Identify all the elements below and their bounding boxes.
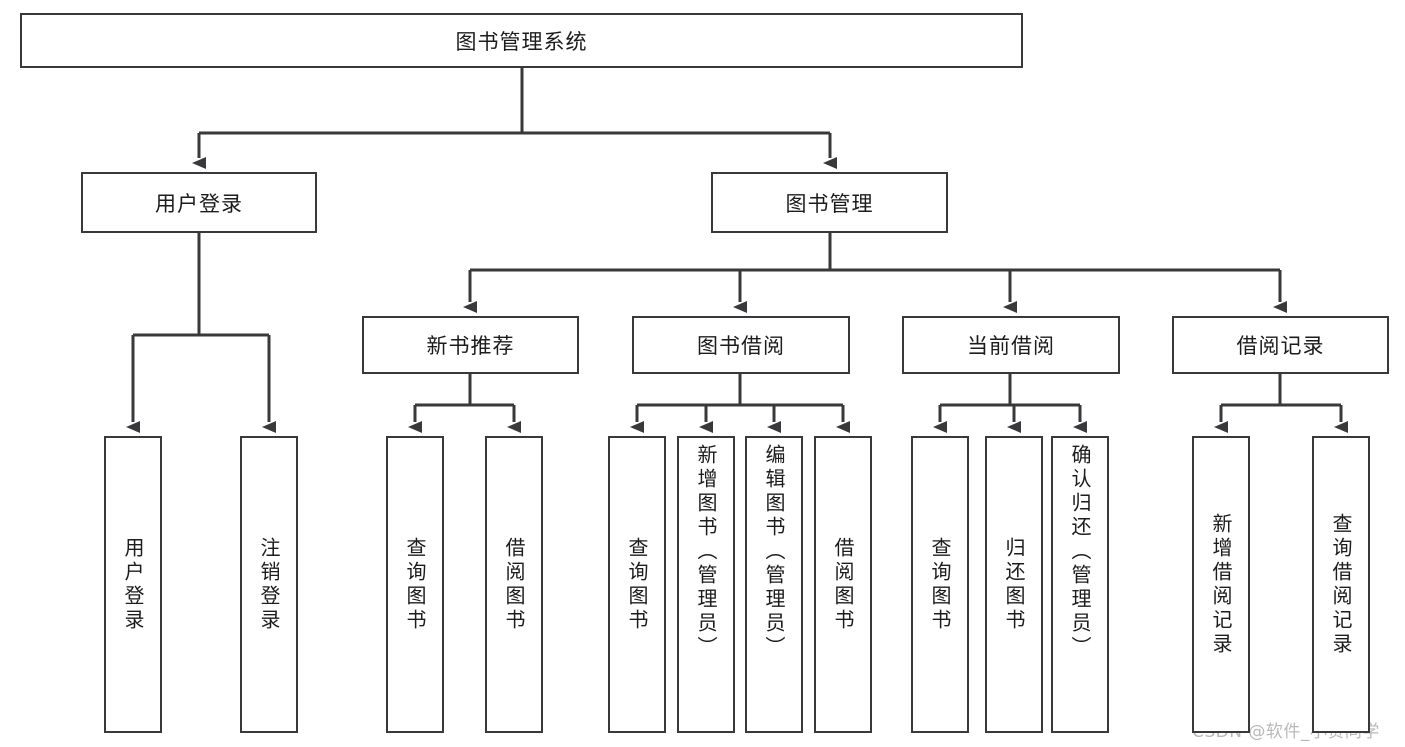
- leaf-label: 归还图书: [1002, 536, 1026, 633]
- leaf-label: 用户登录: [121, 536, 145, 633]
- node-level2-0[interactable]: 用户登录: [81, 172, 317, 233]
- node-leaf-1[interactable]: 注销登录: [240, 436, 298, 733]
- node-level2-1[interactable]: 图书管理: [711, 172, 948, 233]
- leaf-label: 注销登录: [257, 536, 281, 633]
- node-leaf-3[interactable]: 借阅图书: [485, 436, 543, 733]
- leaf-label: 编辑图书（管理员）: [762, 444, 786, 660]
- node-leaf-8[interactable]: 查询图书: [911, 436, 969, 733]
- leaf-label: 借阅图书: [502, 536, 526, 633]
- node-leaf-6[interactable]: 编辑图书（管理员）: [745, 436, 803, 733]
- node-leaf-4[interactable]: 查询图书: [608, 436, 666, 733]
- node-level3-3[interactable]: 借阅记录: [1172, 316, 1389, 374]
- node-level3-0[interactable]: 新书推荐: [362, 316, 579, 374]
- leaf-label: 查询借阅记录: [1329, 512, 1353, 657]
- leaf-label: 查询图书: [928, 536, 952, 633]
- node-leaf-12[interactable]: 查询借阅记录: [1312, 436, 1370, 733]
- leaf-label: 确认归还（管理员）: [1068, 444, 1092, 660]
- node-leaf-0[interactable]: 用户登录: [104, 436, 162, 733]
- node-level3-2[interactable]: 当前借阅: [902, 316, 1120, 374]
- node-leaf-9[interactable]: 归还图书: [985, 436, 1043, 733]
- node-leaf-11[interactable]: 新增借阅记录: [1192, 436, 1250, 733]
- node-level3-1[interactable]: 图书借阅: [632, 316, 850, 374]
- leaf-label: 新增图书（管理员）: [694, 444, 718, 660]
- leaf-label: 新增借阅记录: [1209, 512, 1233, 657]
- leaf-label: 借阅图书: [831, 536, 855, 633]
- node-leaf-7[interactable]: 借阅图书: [814, 436, 872, 733]
- node-leaf-10[interactable]: 确认归还（管理员）: [1051, 436, 1109, 733]
- node-leaf-2[interactable]: 查询图书: [386, 436, 444, 733]
- node-leaf-5[interactable]: 新增图书（管理员）: [677, 436, 735, 733]
- leaf-label: 查询图书: [625, 536, 649, 633]
- node-root[interactable]: 图书管理系统: [20, 13, 1023, 68]
- leaf-label: 查询图书: [403, 536, 427, 633]
